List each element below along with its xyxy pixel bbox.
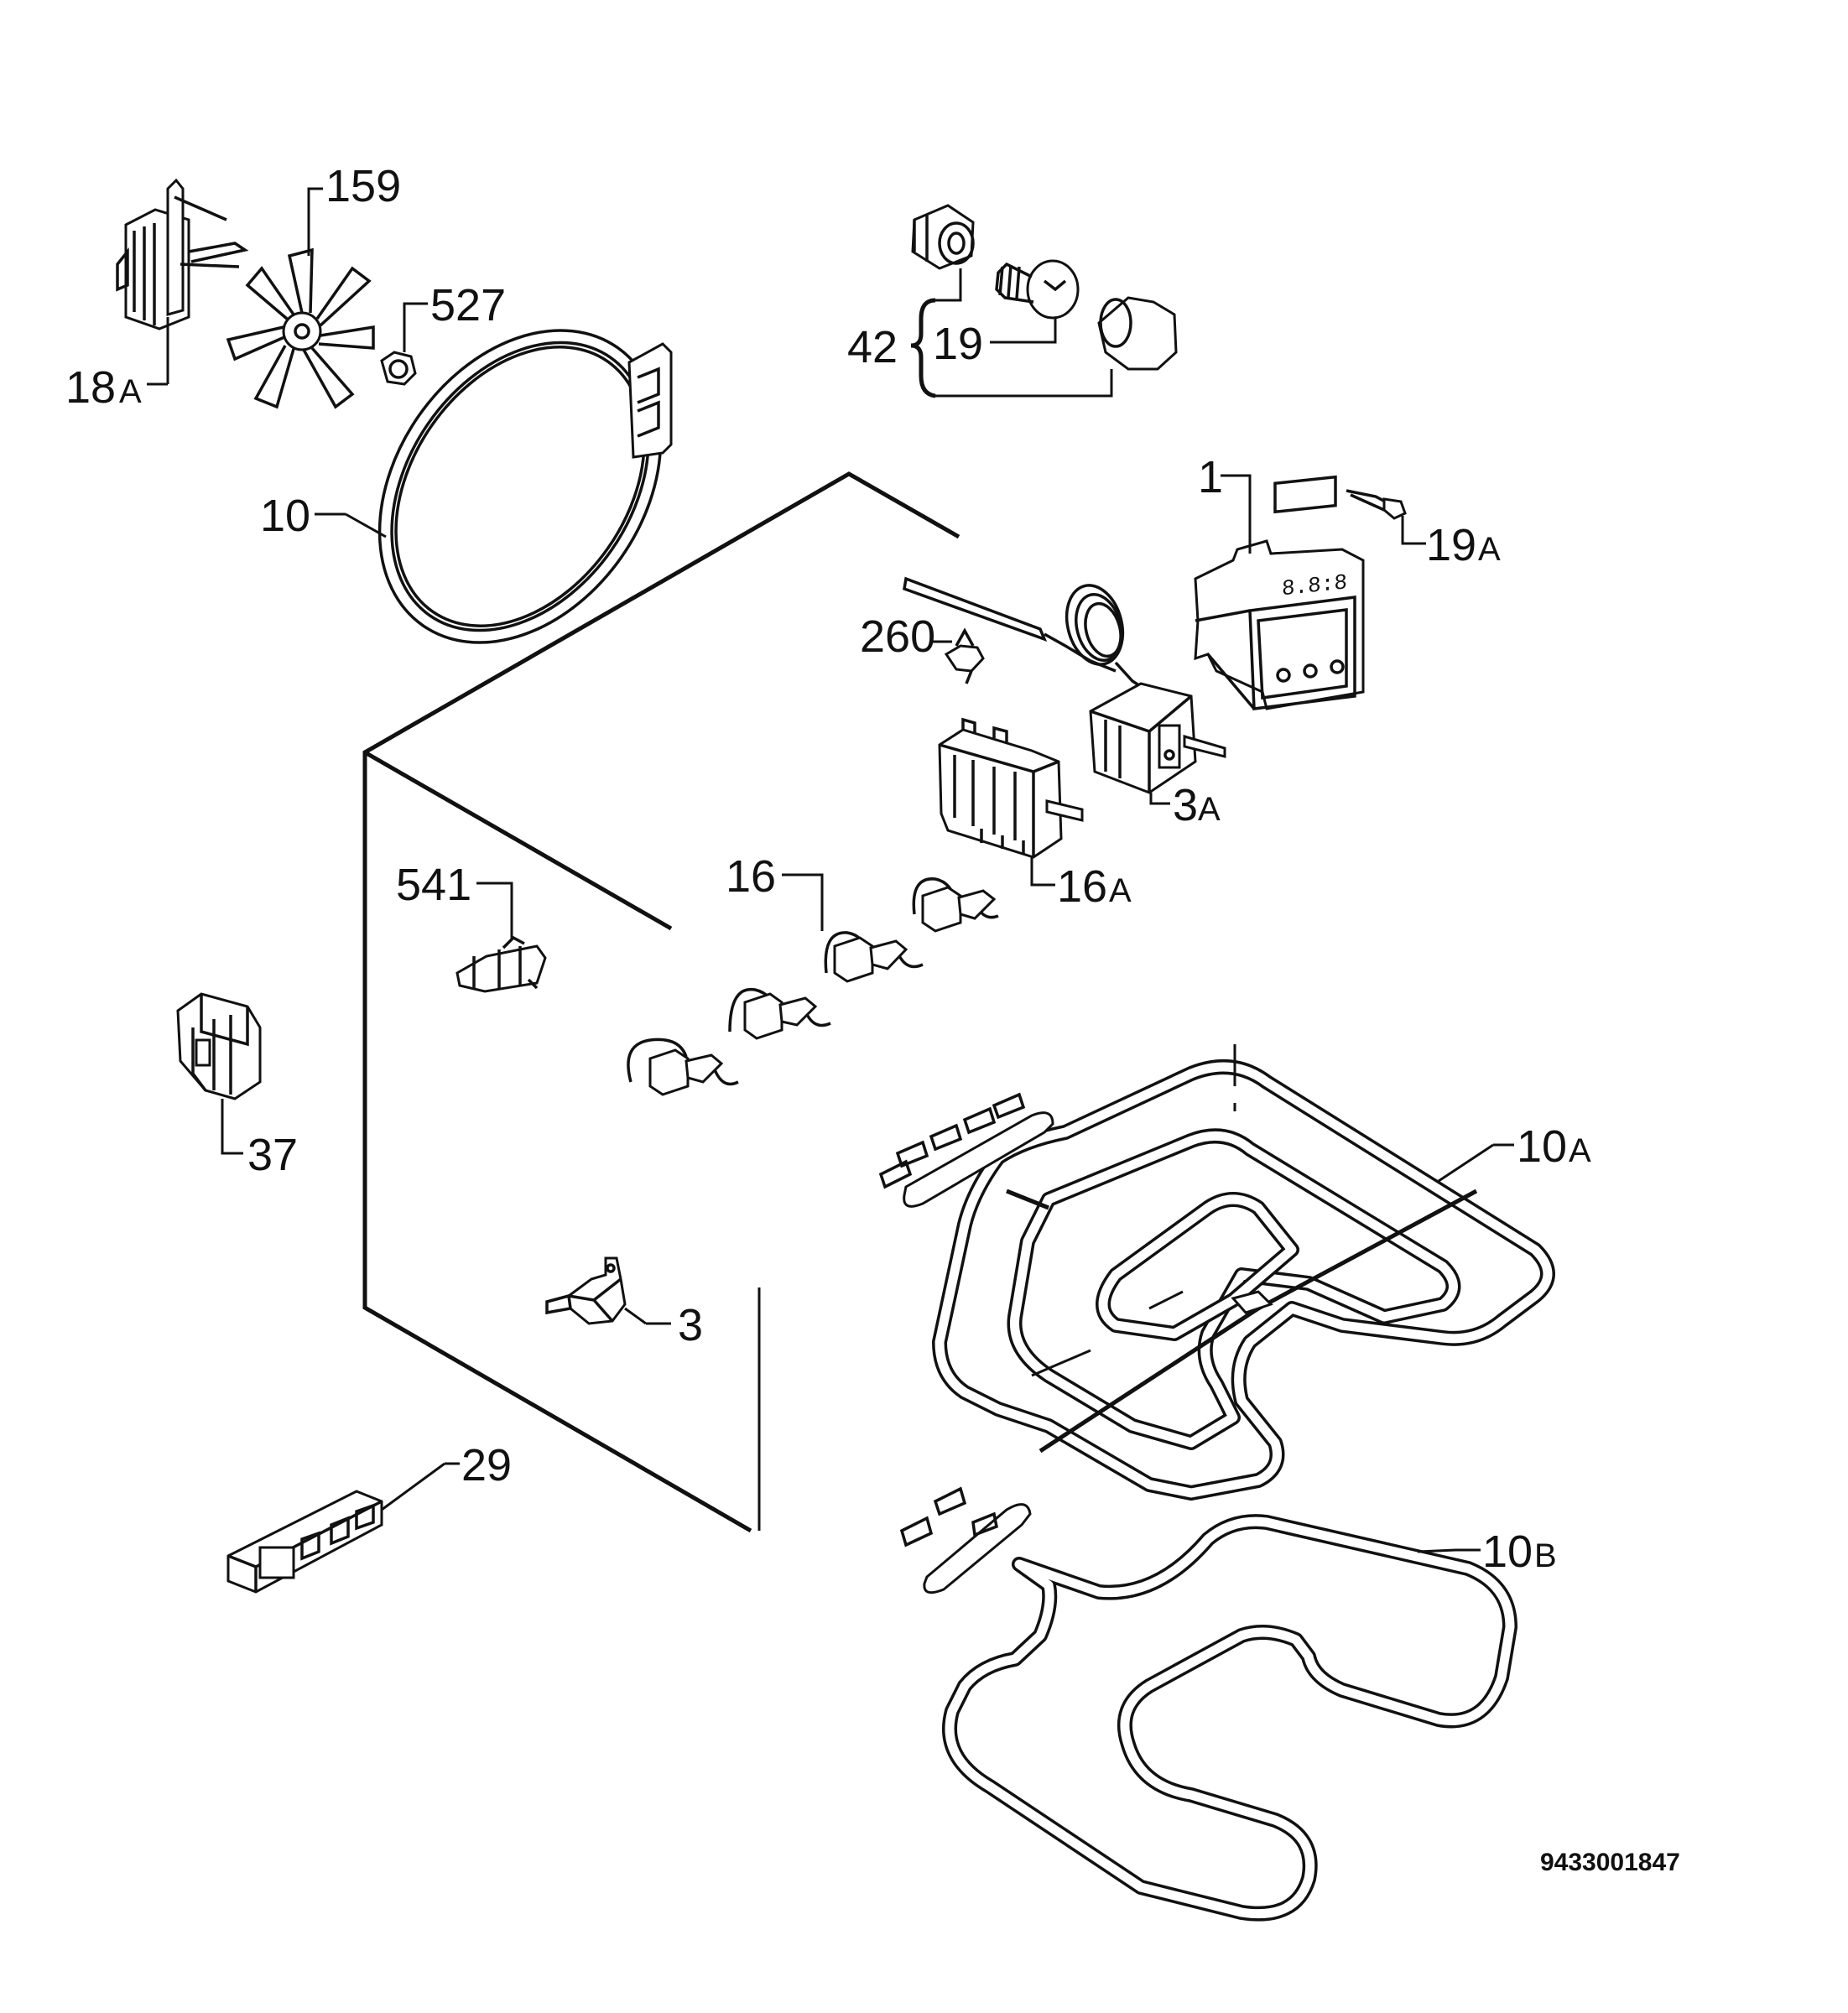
- door-switch-part[interactable]: [176, 992, 262, 1155]
- thermostat-part[interactable]: [903, 576, 1226, 805]
- oven-cavity-outline: [362, 471, 960, 1533]
- label-3: 3: [678, 1300, 703, 1350]
- label-541: 541: [396, 860, 471, 910]
- label-16a-number: 16: [1057, 861, 1107, 912]
- label-10b-suffix: B: [1534, 1537, 1557, 1574]
- label-3a-number: 3: [1173, 780, 1198, 830]
- label-1: 1: [1198, 452, 1223, 502]
- label-42: 42: [847, 322, 898, 372]
- label-10a-number: 10: [1517, 1121, 1567, 1172]
- label-10: 10: [260, 491, 310, 541]
- label-29: 29: [461, 1440, 512, 1490]
- label-10a-suffix: A: [1569, 1132, 1591, 1169]
- indicator-lamp-part[interactable]: [1346, 489, 1426, 545]
- label-16a-suffix: A: [1109, 872, 1132, 909]
- nut-part[interactable]: [380, 302, 428, 386]
- bottom-heating-element-part[interactable]: [899, 1486, 1517, 1922]
- electronic-timer-part[interactable]: 8.8:8: [1194, 474, 1365, 710]
- label-527: 527: [430, 280, 506, 330]
- terminal-block-part[interactable]: [455, 882, 547, 993]
- circular-heating-element-part[interactable]: [315, 285, 711, 688]
- drawing-number: 9433001847: [1540, 1849, 1680, 1876]
- fan-blade-part[interactable]: [226, 187, 375, 409]
- terminal-connector-part[interactable]: [931, 627, 985, 684]
- label-16: 16: [726, 851, 776, 902]
- label-159: 159: [325, 161, 401, 211]
- wiring-harness-part[interactable]: [627, 873, 999, 1096]
- label-37: 37: [247, 1130, 298, 1180]
- fan-motor-part[interactable]: [116, 178, 249, 386]
- label-19a-number: 19: [1426, 520, 1476, 570]
- terminal-unit-part[interactable]: [226, 1462, 460, 1594]
- thermal-cutout-part[interactable]: [545, 1256, 671, 1325]
- label-19a-suffix: A: [1478, 531, 1501, 568]
- label-18a-number: 18: [65, 362, 116, 413]
- selector-switch-part[interactable]: [938, 717, 1084, 887]
- callout-labels: 159 527 18 A 10 42 19 1 19 A 260 3 A 16 …: [65, 161, 1680, 1876]
- label-10b-number: 10: [1482, 1527, 1533, 1577]
- label-3a-suffix: A: [1198, 791, 1221, 828]
- oven-lamp-assembly-part[interactable]: [910, 204, 1178, 398]
- label-260: 260: [860, 611, 935, 662]
- grill-heating-element-part[interactable]: [878, 1044, 1555, 1501]
- label-19: 19: [933, 319, 983, 369]
- label-18a-suffix: A: [119, 373, 142, 410]
